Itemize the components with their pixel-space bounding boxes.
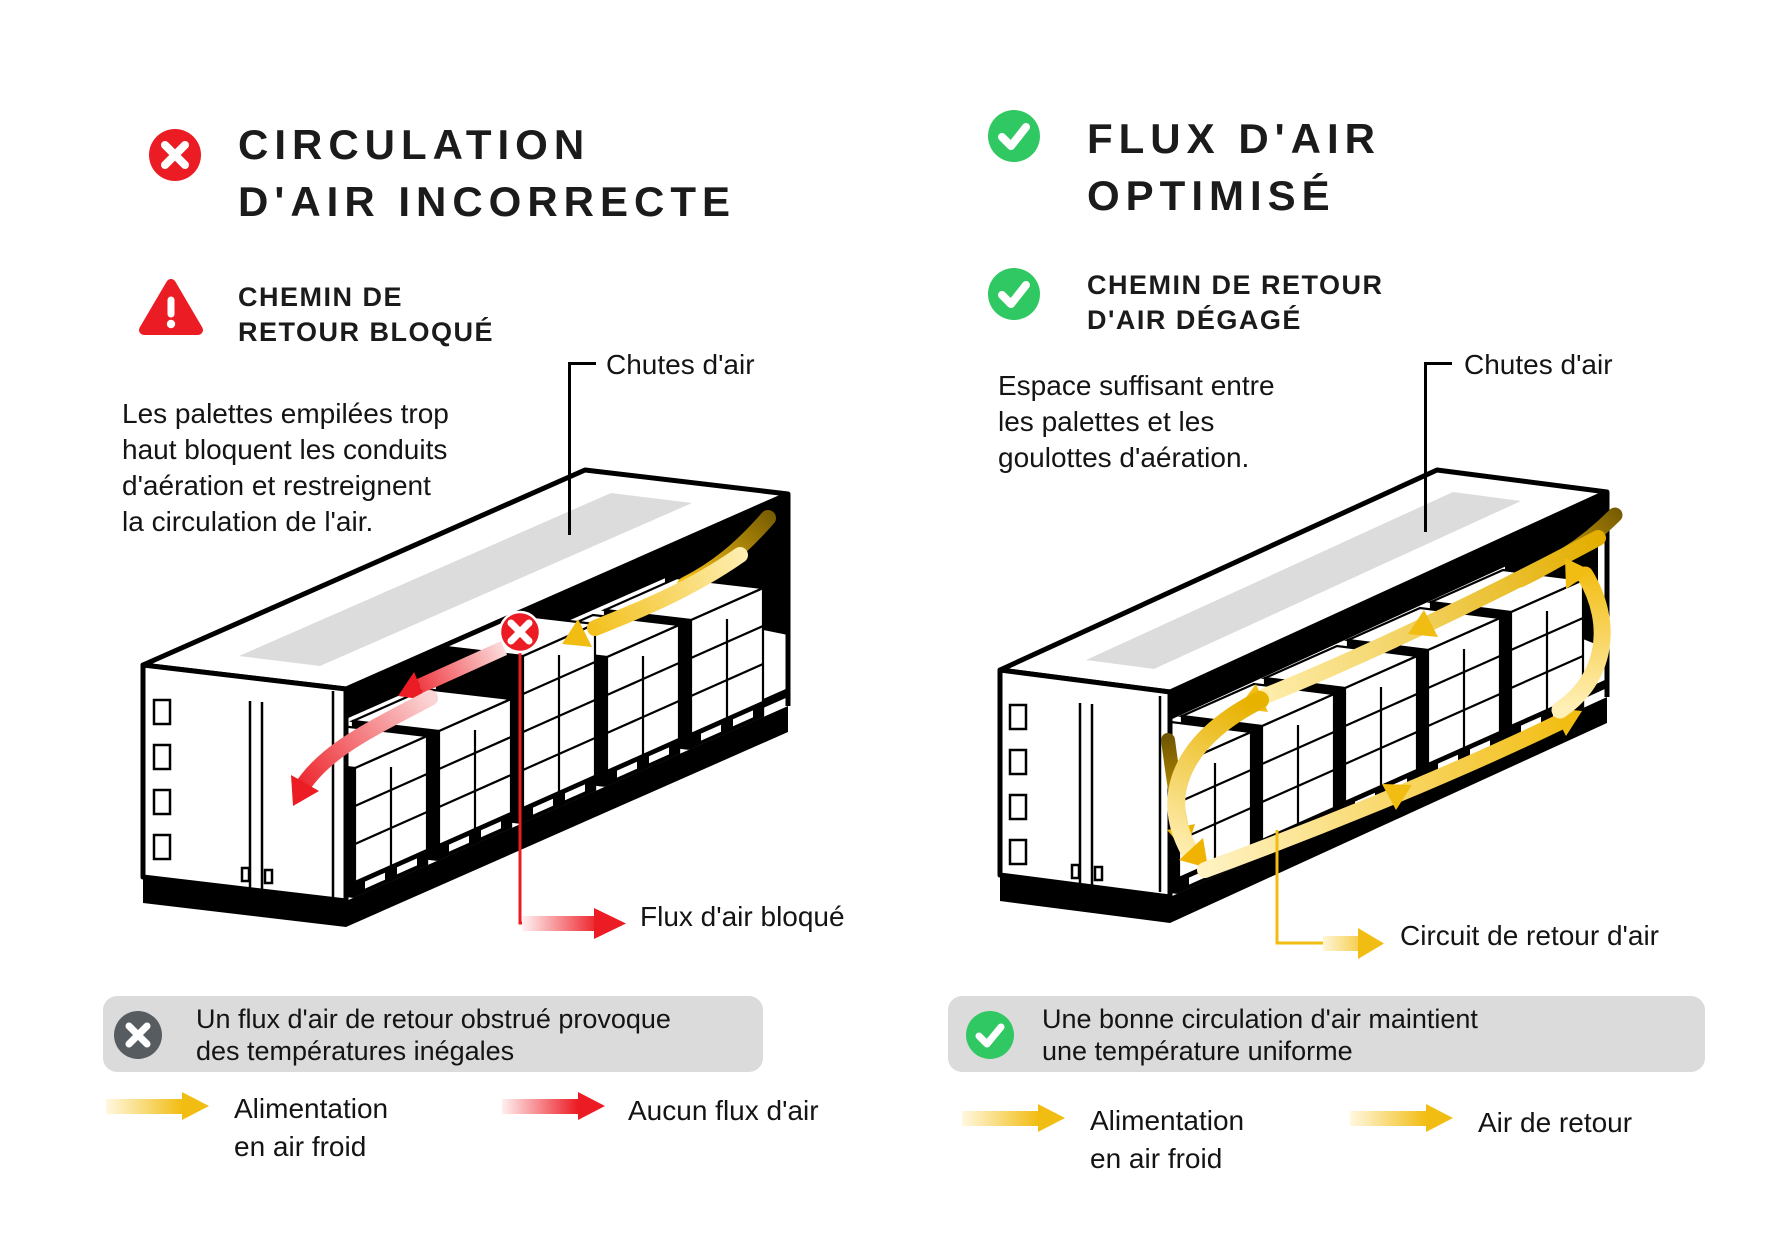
- right-chutes-callout-line: [1424, 362, 1427, 532]
- legend-label: Alimentation: [1090, 1105, 1245, 1136]
- left-description: Les palettes empilées trop haut bloquent…: [122, 396, 449, 540]
- right-title-line2: OPTIMISÉ: [1087, 172, 1336, 219]
- return-air-arrow: [1350, 1104, 1453, 1132]
- right-summary-line1: Une bonne circulation d'air maintient: [1042, 1004, 1478, 1034]
- left-legend-no-airflow: Aucun flux d'air: [628, 1095, 819, 1126]
- check-circle-icon: [966, 1011, 1014, 1059]
- right-desc-line3: goulottes d'aération.: [998, 442, 1250, 473]
- no-airflow-arrow: [502, 1092, 605, 1120]
- optimized-airflow-diagram: [960, 390, 1680, 960]
- return-circuit-label: Circuit de retour d'air: [1400, 920, 1659, 951]
- left-subtitle-line2: RETOUR BLOQUÉ: [238, 317, 495, 347]
- right-desc-line2: les palettes et les: [998, 406, 1215, 437]
- left-summary-line2: des températures inégales: [196, 1036, 515, 1066]
- right-description: Espace suffisant entre les palettes et l…: [998, 368, 1275, 476]
- right-chutes-label: Chutes d'air: [1464, 349, 1613, 380]
- left-desc-line4: la circulation de l'air.: [122, 506, 374, 537]
- right-subtitle-line1: CHEMIN DE RETOUR: [1087, 270, 1384, 300]
- right-title: FLUX D'AIR OPTIMISÉ: [1087, 110, 1381, 224]
- right-subtitle-line2: D'AIR DÉGAGÉ: [1087, 305, 1302, 335]
- left-legend-cold-air: Alimentation en air froid: [234, 1090, 388, 1166]
- left-summary-line1: Un flux d'air de retour obstrué provoque: [196, 1004, 671, 1034]
- x-circle-icon: [148, 128, 202, 182]
- check-circle-icon: [988, 268, 1040, 320]
- left-chutes-callout-tick: [568, 362, 596, 365]
- left-summary-box: [103, 996, 763, 1072]
- left-subtitle: CHEMIN DE RETOUR BLOQUÉ: [238, 280, 494, 350]
- x-circle-gray-icon: [114, 1011, 162, 1059]
- cold-air-supply-arrow: [962, 1104, 1065, 1132]
- left-desc-line3: d'aération et restreignent: [122, 470, 431, 501]
- left-title: CIRCULATION D'AIR INCORRECTE: [238, 116, 736, 230]
- right-desc-line1: Espace suffisant entre: [998, 370, 1275, 401]
- left-title-line2: D'AIR INCORRECTE: [238, 178, 736, 225]
- legend-label: en air froid: [234, 1131, 367, 1162]
- left-title-line1: CIRCULATION: [238, 121, 591, 168]
- right-chutes-callout-tick: [1424, 362, 1452, 365]
- left-chutes-callout-line: [568, 362, 571, 535]
- right-summary-box: [948, 996, 1705, 1072]
- right-summary-text: Une bonne circulation d'air maintient un…: [1042, 1003, 1478, 1067]
- left-summary-text: Un flux d'air de retour obstrué provoque…: [196, 1003, 671, 1067]
- right-title-line1: FLUX D'AIR: [1087, 115, 1381, 162]
- check-circle-icon: [988, 110, 1040, 162]
- warning-triangle-icon: [138, 276, 204, 338]
- right-legend-return-air: Air de retour: [1478, 1107, 1633, 1138]
- left-desc-line2: haut bloquent les conduits: [122, 434, 448, 465]
- right-summary-line2: une température uniforme: [1042, 1036, 1353, 1066]
- left-subtitle-line1: CHEMIN DE: [238, 282, 404, 312]
- legend-label: en air froid: [1090, 1143, 1223, 1174]
- left-desc-line1: Les palettes empilées trop: [122, 398, 449, 429]
- left-chutes-label: Chutes d'air: [606, 349, 755, 380]
- right-legend-cold-air: Alimentation en air froid: [1090, 1102, 1244, 1178]
- right-subtitle: CHEMIN DE RETOUR D'AIR DÉGAGÉ: [1087, 268, 1384, 338]
- blocked-flow-label: Flux d'air bloqué: [640, 901, 845, 932]
- blocked-airflow-diagram: [100, 400, 800, 945]
- legend-label: Alimentation: [234, 1093, 389, 1124]
- cold-air-supply-arrow: [106, 1092, 209, 1120]
